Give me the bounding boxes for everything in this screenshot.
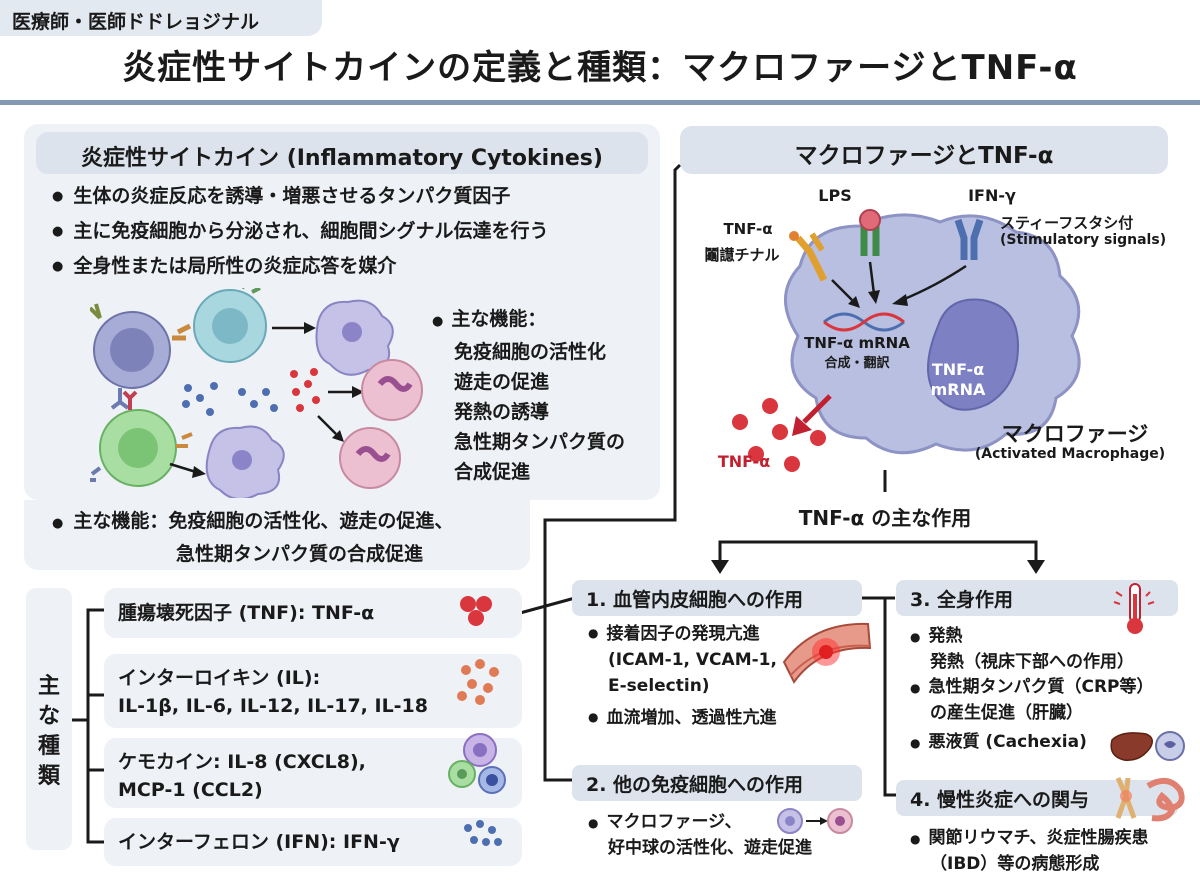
definition-bullet: 全身性または局所性の炎症応答を媒介	[52, 250, 652, 285]
lps-label: LPS	[818, 186, 852, 205]
interferon-molecule-icon	[464, 820, 502, 846]
summary-line: 主な機能：免疫細胞の活性化、遊走の促進、	[73, 510, 454, 532]
source-tag: 医療師・医師ドドレョジナル	[0, 0, 322, 36]
nucleus-label: TNF-α	[931, 360, 985, 379]
types-side-panel	[26, 588, 72, 850]
interleukin-molecule-icon	[457, 659, 499, 705]
mrna-label: TNF-α mRNA	[804, 334, 910, 352]
functions-list: ●主な機能： 免疫細胞の活性化 遊走の促進 発熱の誘導 急性期タンパク質の 合成…	[432, 304, 652, 487]
nucleus-icon	[927, 298, 1020, 411]
summary-line: 急性期タンパク質の合成促進	[176, 543, 424, 565]
liver-icon	[1110, 731, 1185, 761]
immune-cell-activation-icon	[777, 808, 853, 834]
tnf-receptor-label: TNF-α	[723, 220, 773, 238]
macrophage-sublabel: (Activated Macrophage)	[974, 446, 1166, 462]
tnf-molecule-icon	[460, 596, 492, 626]
effect-4-item: （IBD）等の病態形成	[930, 854, 1100, 874]
ifn-receptor-icon	[954, 218, 984, 260]
chemokine-cells-icon	[448, 733, 506, 794]
type-interleukin: インターロイキン (IL): IL-1β, IL-6, IL-12, IL-17…	[104, 654, 522, 728]
types-bracket	[86, 608, 104, 844]
tnf-receptor-sublabel: 鬮譿チナル	[704, 246, 780, 264]
effect-1-title: 1. 血管内皮細胞への作用	[572, 580, 862, 616]
tnf-receptor-icon	[789, 231, 828, 282]
connector-main	[543, 163, 682, 782]
effect-4-list: ●関節リウマチ、炎症性腸疾患 （IBD）等の病態形成	[910, 826, 1190, 877]
type-interferon: インターフェロン (IFN): IFN-γ	[104, 818, 522, 866]
effect-1-list: 接着因子の発現亢進 (ICAM-1, VCAM-1, E-selectin) 血…	[588, 622, 798, 732]
activated-macrophage-icon	[784, 213, 1081, 455]
secreted-tnf-label: TNF-α	[717, 452, 771, 471]
neutrophil-icon	[361, 359, 423, 421]
mrna-sublabel: 合成・翻訳	[824, 356, 890, 371]
effect-3-item: 悪液質 (Cachexia)	[928, 732, 1087, 752]
thermometer-icon	[1113, 583, 1155, 634]
title-divider	[0, 100, 1200, 105]
functions-title: 主な機能：	[451, 308, 547, 330]
effect-4-item: 関節リウマチ、炎症性腸疾患	[928, 828, 1149, 848]
definition-bullet: 生体の炎症反応を誘導・増悪させるタンパク質因子	[52, 180, 652, 215]
effect-1-item: 血流増加、透過性亢進	[588, 706, 798, 732]
type-tnf: 腫瘍壊死因子 (TNF): TNF-α	[104, 588, 522, 638]
secreted-tnf-icon	[732, 398, 826, 472]
summary-text: ●主な機能：免疫細胞の活性化、遊走の促進、 急性期タンパク質の合成促進	[52, 506, 532, 569]
function-item: 免疫細胞の活性化	[454, 341, 607, 363]
cell-interaction-illustration	[90, 288, 423, 498]
lps-receptor-icon	[859, 209, 881, 256]
function-item: 遊走の促進	[454, 371, 550, 393]
effect-1-item: 接着因子の発現亢進	[588, 622, 798, 648]
function-item: 発熱の誘導	[454, 401, 550, 423]
page-title: 炎症性サイトカインの定義と種類：マクロファージとTNF-α	[122, 48, 1078, 88]
macrophage-section-title: マクロファージとTNF-α	[680, 126, 1168, 174]
effect-3-item: 急性期タンパク質（CRP等）	[928, 677, 1154, 697]
stimulatory-label-jp: スティーフスタシ付	[1000, 214, 1134, 232]
stimulatory-label-en: (Stimulatory signals)	[1000, 232, 1167, 248]
neutrophil-icon	[339, 427, 401, 489]
types-side-label: 主 な 種 類	[37, 674, 60, 789]
effect-3-list: ●発熱 発熱（視床下部への作用） ●急性期タンパク質（CRP等） の産生促進（肝…	[910, 624, 1180, 756]
connector-types	[519, 596, 576, 615]
function-item: 急性期タンパク質の	[454, 431, 626, 453]
nucleus-sublabel: mRNA	[930, 380, 986, 399]
effect-2-item: マクロファージ、	[606, 812, 742, 832]
effect-1-item: (ICAM-1, VCAM-1,	[608, 650, 777, 670]
macrophage-illustration	[732, 209, 1081, 472]
blood-vessel-icon	[782, 622, 872, 684]
joint-intestine-icon	[1115, 776, 1185, 822]
ifn-label: IFN-γ	[968, 186, 1016, 205]
summary-panel	[24, 500, 530, 570]
function-item: 合成促進	[454, 461, 531, 483]
macrophage-label: マクロファージ	[1001, 422, 1149, 446]
effects-title: TNF-α の主な作用	[770, 502, 1000, 531]
effect-2-item: 好中球の活性化、遊走促進	[608, 838, 812, 858]
effect-3-item: 発熱	[928, 626, 963, 646]
effect-3-item: の産生促進（肝臓）	[930, 703, 1083, 723]
effect-2-list: ●マクロファージ、 好中球の活性化、遊走促進	[588, 810, 878, 861]
cytokine-section-title: 炎症性サイトカイン (Inflammatory Cytokines)	[36, 132, 648, 174]
type-icons	[448, 596, 506, 846]
effect-3-item: 発熱（視床下部への作用）	[930, 652, 1134, 672]
effect-1-item: E-selectin)	[608, 676, 710, 696]
definition-bullets: 生体の炎症反応を誘導・増悪させるタンパク質因子 主に免疫細胞から分泌され、細胞間…	[52, 180, 652, 285]
definition-bullet: 主に免疫細胞から分泌され、細胞間シグナル伝達を行う	[52, 215, 652, 250]
effect-2-title: 2. 他の免疫細胞への作用	[572, 765, 862, 801]
